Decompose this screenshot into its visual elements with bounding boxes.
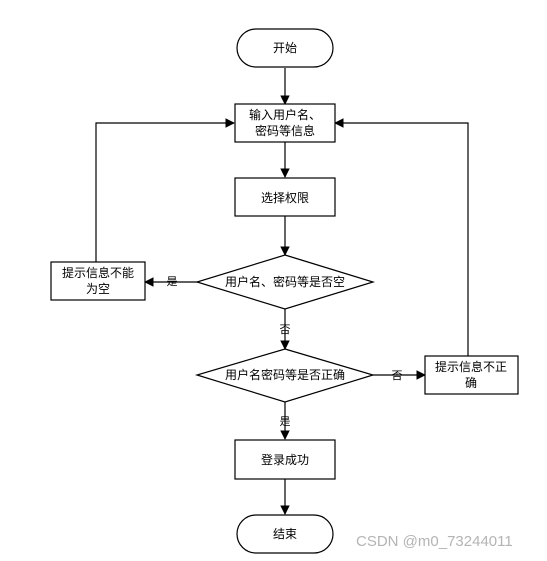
watermark: CSDN @m0_73244011 — [356, 533, 513, 550]
start-label: 开始 — [273, 41, 297, 55]
edge-label-correct-yes: 是 — [280, 415, 291, 428]
input-info-label-line2: 密码等信息 — [255, 123, 315, 138]
login-success-label: 登录成功 — [261, 452, 309, 467]
start-terminal — [236, 28, 334, 68]
check-empty-decision — [194, 254, 376, 310]
edge-label-empty-no: 否 — [280, 323, 291, 336]
msg-wrong-box — [424, 355, 519, 395]
msg-empty-label-line1: 提示信息不能 — [62, 265, 134, 280]
edge-label-correct-no: 否 — [392, 369, 403, 382]
login-success-box — [234, 439, 336, 480]
input-info-box — [234, 103, 336, 143]
end-terminal — [236, 514, 334, 554]
check-correct-label: 用户名密码等是否正确 — [225, 367, 345, 382]
edge-msg-empty-back-to-input — [95, 118, 235, 262]
check-empty-label: 用户名、密码等是否空 — [225, 274, 345, 289]
edge-msg-wrong-back-to-input — [334, 118, 469, 356]
msg-wrong-label-line1: 提示信息不正 — [435, 359, 507, 374]
input-info-label-line1: 输入用户名、 — [249, 107, 321, 122]
select-permission-label: 选择权限 — [261, 191, 309, 205]
check-correct-decision — [194, 348, 376, 403]
msg-empty-box — [50, 261, 146, 301]
select-permission-box — [234, 177, 336, 217]
msg-wrong-label-line2: 确 — [465, 376, 477, 390]
msg-empty-label-line2: 为空 — [86, 282, 110, 296]
end-label: 结束 — [273, 527, 297, 541]
edge-label-empty-yes: 是 — [167, 275, 178, 288]
